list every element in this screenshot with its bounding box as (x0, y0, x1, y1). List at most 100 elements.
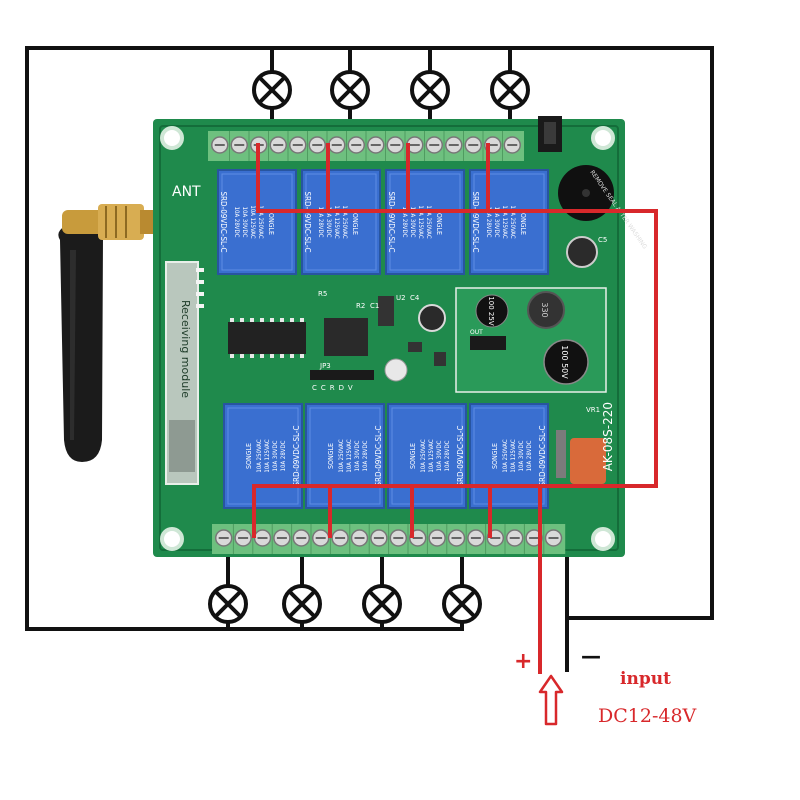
relay-rating: 10A 30VDC (241, 207, 248, 238)
terminal-screw[interactable] (464, 136, 482, 154)
relay-rating: 10A 28VDC (526, 440, 533, 471)
terminal-screw[interactable] (467, 529, 485, 547)
capacitor-small-label: 100 25V (487, 296, 495, 325)
terminal-screw[interactable] (308, 136, 326, 154)
relay-rating: 10A 250VAC (256, 439, 263, 472)
relay-body (305, 403, 385, 509)
learn-button-cap[interactable] (544, 122, 556, 144)
relay-brand: SONGLE (351, 209, 359, 235)
relay-rating: 10A 30VDC (409, 207, 416, 238)
receiving-module-pins (196, 268, 204, 308)
terminal-screw[interactable] (211, 136, 229, 154)
relay-rating: 10A 250VAC (420, 439, 427, 472)
relay-rating: 10A 28VDC (280, 440, 287, 471)
antenna-connector (98, 204, 144, 240)
relay-rating: 10A 28VDC (362, 440, 369, 471)
terminal-screw[interactable] (386, 136, 404, 154)
model-label: AK-08S-220 (601, 402, 615, 471)
relay-brand: SONGLE (267, 209, 275, 235)
input-label: input (620, 669, 671, 689)
label-c1: C1 (370, 302, 379, 310)
terminal-screw[interactable] (311, 529, 330, 547)
terminal-screw[interactable] (253, 529, 272, 547)
label-r2: R2 (356, 302, 365, 310)
relay-rating: 10A 30VDC (325, 207, 332, 238)
terminal-screw[interactable] (347, 136, 365, 154)
terminal-screw[interactable] (544, 529, 563, 547)
relay-rating: 10A 30VDC (493, 207, 500, 238)
relay-body (469, 403, 549, 509)
dc-dc-module: 100 25V 330 100 50V OUT (455, 287, 607, 393)
terminal-screw[interactable] (425, 136, 443, 154)
relay-brand: SONGLE (409, 443, 417, 469)
mount-hole-tr (591, 126, 615, 150)
relay-rating: 10A 30VDC (518, 440, 525, 471)
jumper-header (310, 370, 374, 380)
label-c4: C4 (410, 294, 420, 302)
bottom-lamp-2 (282, 584, 322, 624)
terminal-screw[interactable] (367, 136, 385, 154)
terminal-screw[interactable] (214, 529, 233, 547)
terminal-screw[interactable] (428, 529, 446, 547)
terminal-screw[interactable] (269, 136, 287, 154)
antenna-highlight (70, 250, 76, 440)
transistor-1 (408, 342, 422, 352)
dc-dc-regulator (470, 336, 506, 350)
relay-model: SRD-09VDC-SL-C (219, 191, 228, 252)
relay-rating: 10A 250VAC (509, 205, 516, 238)
relay-rating: 10A 125VAC (346, 439, 353, 472)
mount-hole-br (591, 527, 615, 551)
relay-rating: 10A 250VAC (341, 205, 348, 238)
relay-rating: 10A 28VDC (233, 207, 240, 238)
terminal-screw[interactable] (292, 529, 311, 547)
terminal-screw[interactable] (328, 136, 346, 154)
jumper-pins-label: CCRDV (312, 384, 357, 392)
terminal-screw[interactable] (505, 529, 524, 547)
relay-rating: 10A 250VAC (425, 205, 432, 238)
terminal-screw[interactable] (234, 529, 252, 547)
relay-rating: 10A 28VDC (317, 207, 324, 238)
ant-label: ANT (172, 184, 201, 200)
relay-model: SRD-09VDC-SL-C (387, 191, 396, 252)
mount-hole-bl (160, 527, 184, 551)
relay-body (301, 169, 381, 275)
terminal-screw[interactable] (273, 529, 291, 547)
top-terminal-block (208, 131, 524, 161)
relay-model: SRD-09VDC-SL-C (374, 425, 383, 486)
relay-rating: 10A 30VDC (354, 440, 361, 471)
relay-rating: 10A 28VDC (485, 207, 492, 238)
lamp-cross-b (288, 590, 316, 618)
top-lamp-1 (252, 70, 292, 110)
relay-brand: SONGLE (327, 443, 335, 469)
inductor (527, 291, 565, 329)
relay-brand: SONGLE (519, 209, 527, 235)
terminal-screw[interactable] (331, 529, 349, 547)
terminal-screw[interactable] (503, 136, 521, 154)
black-outer-loop-left (25, 46, 464, 631)
relay-body (469, 169, 549, 275)
terminal-screw[interactable] (289, 136, 307, 154)
terminal-screw[interactable] (447, 529, 466, 547)
terminal-screw[interactable] (350, 529, 369, 547)
bottom-terminal-block (212, 524, 566, 554)
transistor-2 (434, 352, 446, 366)
terminal-screw[interactable] (230, 136, 248, 154)
terminal-screw[interactable] (445, 136, 463, 154)
relay-model: SRD-09VDC-SL-C (303, 191, 312, 252)
bottom-lamp-4 (442, 584, 482, 624)
antenna-hinge (62, 210, 104, 234)
lamp-cross-b (336, 76, 364, 104)
terminal-screw[interactable] (389, 529, 408, 547)
top-lamp-4 (490, 70, 530, 110)
lamp-cross-b (214, 590, 242, 618)
terminal-screw[interactable] (370, 529, 388, 547)
fuse (556, 430, 566, 478)
ic-chip-large (228, 322, 306, 354)
red-wiring (252, 143, 658, 674)
